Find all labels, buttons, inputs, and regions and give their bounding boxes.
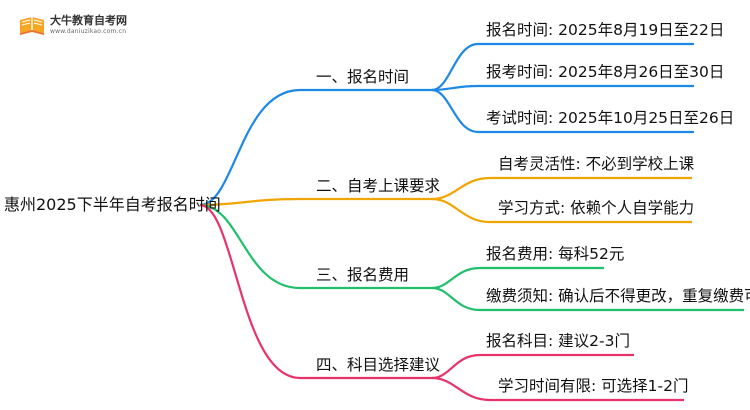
connector-root-branch-2 bbox=[199, 197, 301, 207]
branch-1-leaf-3: 考试时间: 2025年10月25日至26日 bbox=[486, 109, 735, 127]
connector-branch-4-leaf-1 bbox=[431, 353, 634, 380]
branch-1-leaf-2: 报考时间: 2025年8月26日至30日 bbox=[486, 63, 725, 81]
logo-name: 大牛教育自考网 bbox=[50, 14, 127, 27]
branch-4-label: 四、科目选择建议 bbox=[316, 356, 441, 374]
connector-root-branch-4 bbox=[199, 203, 301, 380]
branch-2-leaf-2: 学习方式: 依赖个人自学能力 bbox=[498, 199, 695, 217]
branch-2-leaf-1: 自考灵活性: 不必到学校上课 bbox=[498, 155, 695, 173]
branch-1-leaf-1: 报名时间: 2025年8月19日至22日 bbox=[486, 21, 725, 39]
branch-2-label: 二、自考上课要求 bbox=[316, 177, 441, 195]
connector-branch-1-leaf-1 bbox=[431, 42, 694, 92]
connector-root-branch-3 bbox=[199, 203, 301, 290]
connector-branch-3-leaf-1 bbox=[431, 266, 604, 290]
branch-3-label: 三、报名费用 bbox=[316, 266, 410, 284]
branch-3-leaf-2: 缴费须知: 确认后不得更改，重复缴费可退 bbox=[486, 287, 750, 305]
connector-root-branch-1 bbox=[199, 88, 301, 207]
connector-branch-1-leaf-3 bbox=[431, 88, 694, 134]
site-logo: 大牛教育自考网 www.daniuzikao.com.cn bbox=[18, 14, 127, 36]
branch-4-leaf-2: 学习时间有限: 可选择1-2门 bbox=[498, 377, 689, 395]
mindmap-root: 惠州2025下半年自考报名时间 bbox=[4, 195, 221, 214]
branch-1-label: 一、报名时间 bbox=[316, 68, 410, 86]
branch-3-leaf-1: 报名费用: 每科52元 bbox=[486, 245, 625, 263]
connector-branch-1-leaf-2 bbox=[431, 84, 694, 92]
connector-branch-2-leaf-2 bbox=[431, 197, 692, 224]
connector-branch-2-leaf-1 bbox=[431, 176, 692, 201]
book-logo-icon bbox=[20, 17, 44, 35]
branch-4-leaf-1: 报名科目: 建议2-3门 bbox=[486, 332, 630, 350]
connector-branch-4-leaf-2 bbox=[431, 376, 684, 402]
connector-branch-3-leaf-2 bbox=[431, 286, 744, 312]
logo-url: www.daniuzikao.com.cn bbox=[50, 28, 127, 35]
